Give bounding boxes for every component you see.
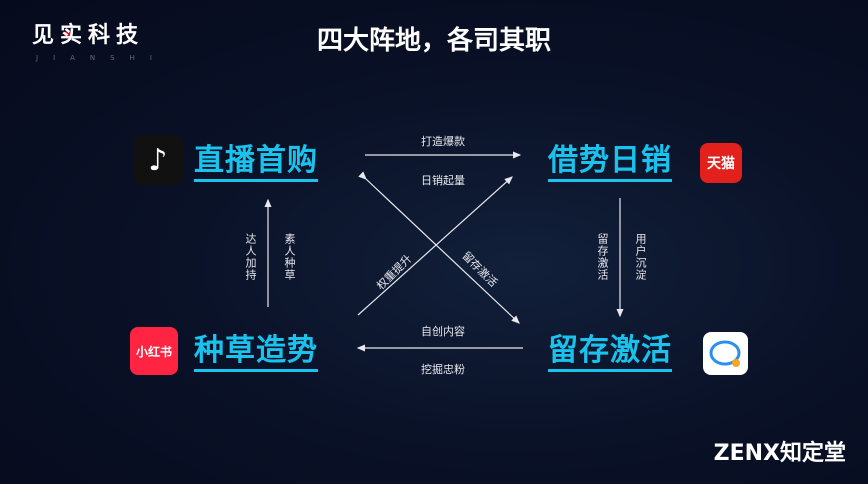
tmall-icon: 天猫 <box>700 143 742 183</box>
xiaohongshu-icon: 小红书 <box>130 327 178 375</box>
label-left-b: 素人种草 <box>283 233 296 281</box>
node-top-right: 借势日销 <box>548 143 672 182</box>
footer-logo: ZENX知定堂 <box>713 441 846 466</box>
label-top-above: 打造爆款 <box>421 135 465 148</box>
brand-dot <box>64 31 71 38</box>
arrow-diag-down <box>358 171 520 324</box>
tiktok-icon: ♪ <box>133 135 183 185</box>
node-top-left: 直播首购 <box>194 143 318 182</box>
label-right-a: 留存激活 <box>596 233 609 281</box>
node-bottom-left: 种草造势 <box>194 333 318 372</box>
wechat-work-icon <box>703 332 748 375</box>
page-title: 四大阵地，各司其职 <box>316 26 551 56</box>
label-left-a: 达人加持 <box>244 233 257 281</box>
brand-logo: 见实科技 <box>32 23 145 48</box>
label-bottom-above: 自创内容 <box>421 325 465 338</box>
label-top-below: 日销起量 <box>421 174 465 187</box>
brand-subtitle: JIANSHI <box>36 54 167 62</box>
node-bottom-right: 留存激活 <box>548 333 672 372</box>
label-bottom-below: 挖掘忠粉 <box>421 363 465 376</box>
label-right-b: 用户沉淀 <box>634 233 647 281</box>
